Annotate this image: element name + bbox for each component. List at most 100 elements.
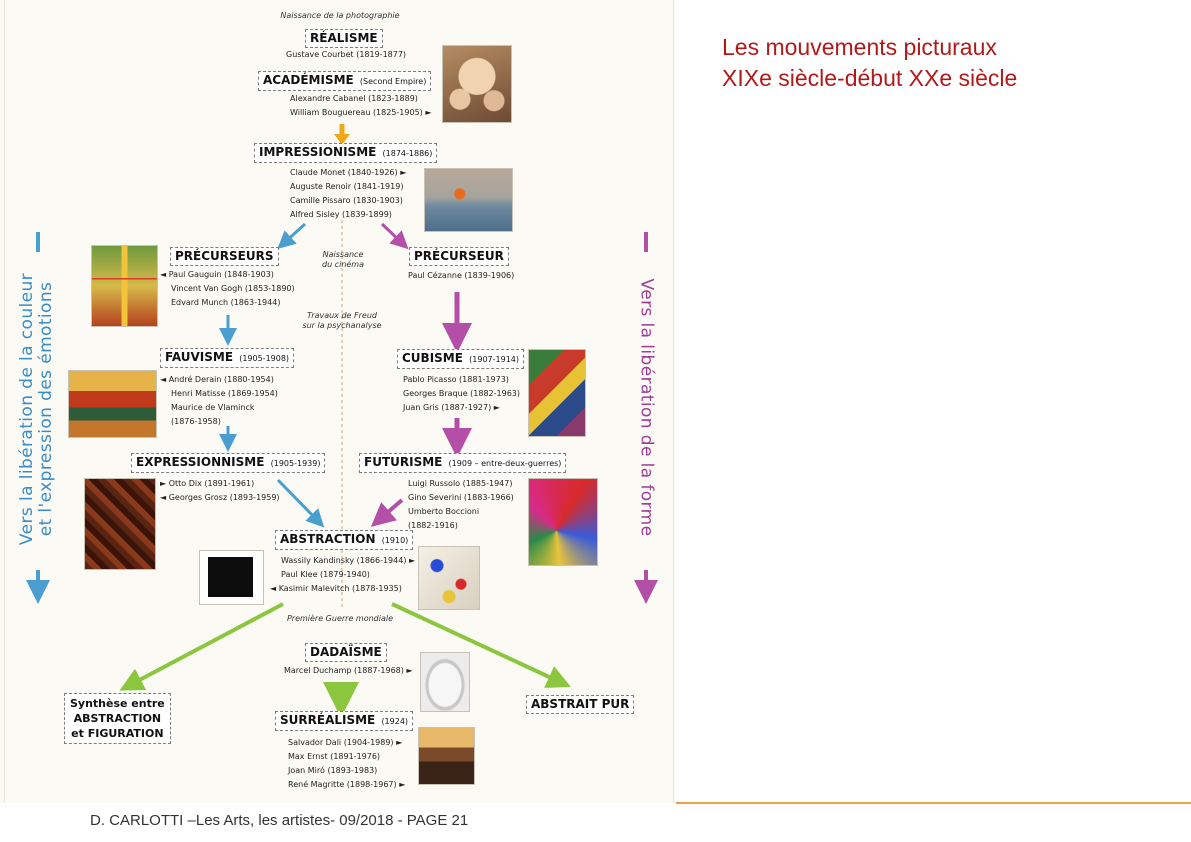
list-dadaisme: Marcel Duchamp (1887-1968) ► bbox=[284, 664, 413, 678]
artist-sisley: Alfred Sisley (1839-1899) bbox=[290, 210, 392, 219]
expressionnisme-date: (1905-1939) bbox=[270, 459, 321, 468]
list-abstraction: Wassily Kandinsky (1866-1944) ► Paul Kle… bbox=[270, 554, 415, 596]
abstraction-date: (1910) bbox=[381, 536, 409, 545]
marker-monet: ► bbox=[400, 168, 407, 177]
artist-van-gogh: Vincent Van Gogh (1853-1890) bbox=[171, 284, 295, 293]
artist-kandinsky: Wassily Kandinsky (1866-1944) bbox=[281, 556, 407, 565]
list-academisme: Alexandre Cabanel (1823-1889) William Bo… bbox=[290, 92, 432, 120]
artist-pissaro: Camille Pissaro (1830-1903) bbox=[290, 196, 403, 205]
painting-kandinsky bbox=[418, 546, 480, 610]
artist-kandinsky-row: Wassily Kandinsky (1866-1944) ► bbox=[270, 554, 415, 568]
list-realisme: Gustave Courbet (1819-1877) bbox=[286, 48, 406, 62]
painting-bouguereau bbox=[442, 45, 512, 123]
cubisme-label: CUBISME bbox=[402, 351, 463, 365]
artist-malevitch-row: ◄ Kasimir Malevitch (1878-1935) bbox=[270, 582, 415, 596]
academisme-date: (Second Empire) bbox=[359, 77, 427, 86]
artist-dali-row: Salvador Dali (1904-1989) ► bbox=[288, 736, 405, 750]
realisme-label: RÉALISME bbox=[310, 31, 378, 45]
movements-poster: Vers la libération de la couleur et l'ex… bbox=[0, 0, 675, 803]
note-cinema-line2: du cinéma bbox=[322, 260, 364, 269]
artist-gris-row: Juan Gris (1887-1927) ► bbox=[403, 401, 520, 415]
note-freud-line1: Travaux de Freud bbox=[307, 311, 377, 320]
box-surrealisme: SURRÉALISME (1924) bbox=[275, 711, 414, 731]
futurisme-label: FUTURISME bbox=[364, 455, 443, 469]
note-freud: Travaux de Freud sur la psychanalyse bbox=[292, 311, 392, 331]
artist-ernst: Max Ernst (1891-1976) bbox=[288, 752, 381, 761]
fauvisme-date: (1905-1908) bbox=[239, 354, 290, 363]
artist-dix-row: ► Otto Dix (1891-1961) bbox=[160, 477, 280, 491]
list-fauvisme: ◄ André Derain (1880-1954) Henri Matisse… bbox=[160, 373, 278, 429]
fauvisme-label: FAUVISME bbox=[165, 350, 234, 364]
artist-cezanne: Paul Cézanne (1839-1906) bbox=[408, 271, 515, 280]
artist-grosz-row: ◄ Georges Grosz (1893-1959) bbox=[160, 491, 280, 505]
artist-courbet: Gustave Courbet (1819-1877) bbox=[286, 50, 407, 59]
academisme-label: ACADÉMISME bbox=[263, 73, 354, 87]
arrows-layer bbox=[26, 124, 658, 718]
dadaisme-label: DADAÏSME bbox=[310, 645, 382, 659]
marker-dali: ► bbox=[396, 738, 403, 747]
synthese-line2: ABSTRACTION bbox=[73, 712, 162, 725]
list-expressionnisme: ► Otto Dix (1891-1961) ◄ Georges Grosz (… bbox=[160, 477, 280, 505]
marker-gris: ► bbox=[493, 403, 500, 412]
artist-dali: Salvador Dali (1904-1989) bbox=[288, 738, 394, 747]
list-precurseur: Paul Cézanne (1839-1906) bbox=[408, 269, 514, 283]
footer-text: D. CARLOTTI –Les Arts, les artistes- 09/… bbox=[90, 812, 469, 829]
side-left-line2: et l'expression des émotions bbox=[36, 281, 56, 537]
painting-monet bbox=[424, 168, 513, 232]
box-futurisme: FUTURISME (1909 – entre-deux-guerres) bbox=[359, 453, 567, 473]
artist-magritte-row: René Magritte (1898-1967) ► bbox=[288, 778, 405, 792]
painting-fauve bbox=[68, 370, 157, 438]
box-fauvisme: FAUVISME (1905-1908) bbox=[160, 348, 295, 368]
marker-derain: ◄ bbox=[160, 375, 167, 384]
note-cinema: Naissance du cinéma bbox=[305, 250, 381, 270]
precurseurs-label: PRÉCURSEURS bbox=[175, 249, 274, 263]
artist-severini: Gino Severini (1883-1966) bbox=[408, 493, 514, 502]
synthese-line1: Synthèse entre bbox=[70, 697, 165, 710]
artist-derain-row: ◄ André Derain (1880-1954) bbox=[160, 373, 278, 387]
box-dadaisme: DADAÏSME bbox=[305, 643, 387, 662]
artist-gris: Juan Gris (1887-1927) bbox=[403, 403, 492, 412]
green-arrow-right bbox=[391, 602, 571, 688]
precurseur-label: PRÉCURSEUR bbox=[414, 249, 504, 263]
footer-rule bbox=[676, 802, 1191, 804]
artist-picasso: Pablo Picasso (1881-1973) bbox=[403, 375, 509, 384]
note-cinema-line1: Naissance bbox=[322, 250, 364, 259]
artist-bouguereau-row: William Bouguereau (1825-1905) ► bbox=[290, 106, 432, 120]
abstraction-label: ABSTRACTION bbox=[280, 532, 376, 546]
list-futurisme: Luigi Russolo (1885-1947) Gino Severini … bbox=[408, 477, 514, 533]
purple-arrow-3 bbox=[370, 498, 404, 527]
note-photographie: Naissance de la photographie bbox=[280, 11, 400, 20]
artist-vlaminck: Maurice de Vlaminck bbox=[171, 403, 255, 412]
artist-bouguereau: William Bouguereau (1825-1905) bbox=[290, 108, 423, 117]
slide-title-line1: Les mouvements picturaux bbox=[722, 34, 997, 60]
artist-renoir: Auguste Renoir (1841-1919) bbox=[290, 182, 404, 191]
marker-grosz: ◄ bbox=[160, 493, 167, 502]
artist-gauguin-row: ◄ Paul Gauguin (1848-1903) bbox=[160, 268, 295, 282]
artist-boccioni-dates: (1882-1916) bbox=[408, 521, 458, 530]
artist-malevitch: Kasimir Malevitch (1878-1935) bbox=[278, 584, 402, 593]
box-synthese: Synthèse entre ABSTRACTION et FIGURATION bbox=[64, 693, 171, 744]
box-academisme: ACADÉMISME (Second Empire) bbox=[258, 71, 432, 91]
poster-frame bbox=[4, 0, 674, 803]
marker-malevitch: ◄ bbox=[270, 584, 277, 593]
slide-title: Les mouvements picturaux XIXe siècle-déb… bbox=[722, 32, 1017, 94]
list-impressionnisme: Claude Monet (1840-1926) ► Auguste Renoi… bbox=[290, 166, 406, 222]
artist-cabanel: Alexandre Cabanel (1823-1889) bbox=[290, 94, 418, 103]
box-realisme: RÉALISME bbox=[305, 29, 383, 48]
futurisme-date: (1909 – entre-deux-guerres) bbox=[448, 459, 562, 468]
box-expressionnisme: EXPRESSIONNISME (1905-1939) bbox=[131, 453, 326, 473]
list-precurseurs: ◄ Paul Gauguin (1848-1903) Vincent Van G… bbox=[160, 268, 295, 310]
artist-magritte: René Magritte (1898-1967) bbox=[288, 780, 397, 789]
painting-malevitch bbox=[199, 550, 264, 605]
box-cubisme: CUBISME (1907-1914) bbox=[397, 349, 524, 369]
surrealisme-date: (1924) bbox=[381, 717, 409, 726]
artist-duchamp-row: Marcel Duchamp (1887-1968) ► bbox=[284, 664, 413, 678]
blue-arrow-3 bbox=[276, 478, 325, 528]
artist-miro: Joan Miró (1893-1983) bbox=[288, 766, 378, 775]
marker-dix: ► bbox=[160, 479, 167, 488]
abstrait-pur-label: ABSTRAIT PUR bbox=[531, 697, 630, 711]
slide-title-line2: XIXe siècle-début XXe siècle bbox=[722, 65, 1018, 91]
artist-russolo: Luigi Russolo (1885-1947) bbox=[408, 479, 513, 488]
painting-futurism bbox=[528, 478, 598, 566]
artist-braque: Georges Braque (1882-1963) bbox=[403, 389, 521, 398]
